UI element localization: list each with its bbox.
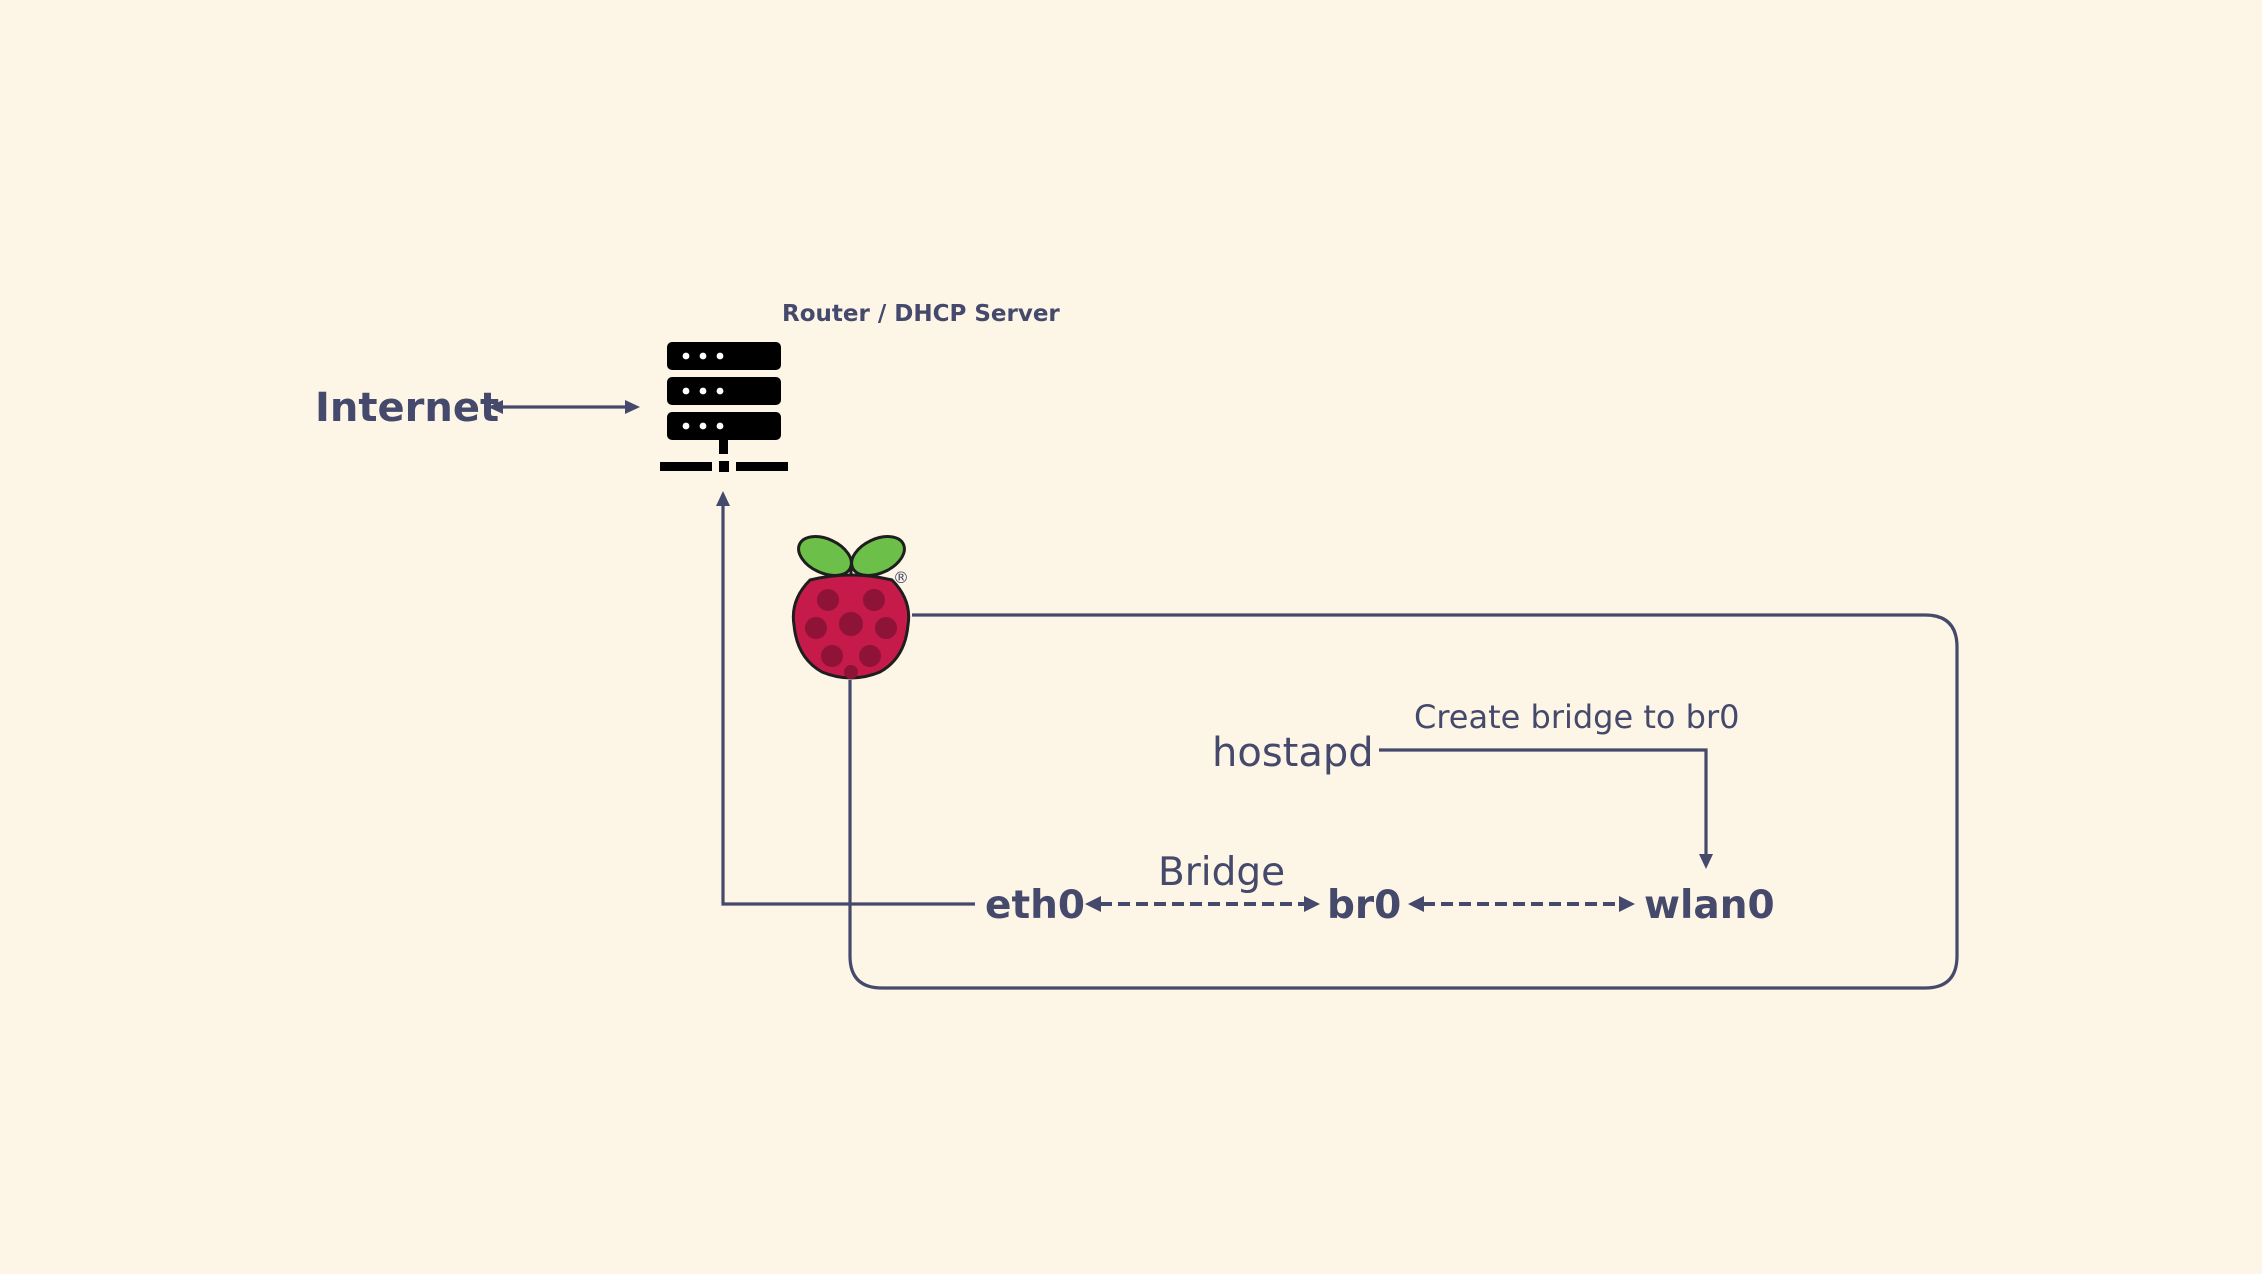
eth0-label: eth0 — [985, 883, 1085, 928]
registered-mark: ® — [893, 568, 909, 587]
br0-label: br0 — [1327, 883, 1401, 928]
server-rack-icon — [660, 342, 788, 472]
wlan0-label: wlan0 — [1644, 883, 1775, 928]
raspberry-pi-enclosure — [848, 613, 1959, 990]
hostapd-label: hostapd — [1212, 730, 1374, 776]
br0-wlan0-dashed-arrow — [1408, 896, 1635, 912]
internet-router-arrow — [488, 400, 640, 414]
bridge-label: Bridge — [1158, 850, 1285, 895]
eth0-router-connector — [716, 491, 975, 906]
router-label: Router / DHCP Server — [782, 301, 1060, 327]
raspberry-pi-logo: ® — [791, 535, 911, 680]
hostapd-wlan0-connector — [1379, 748, 1713, 869]
internet-label: Internet — [315, 385, 499, 431]
create-bridge-label: Create bridge to br0 — [1414, 698, 1739, 736]
eth0-br0-dashed-arrow — [1085, 896, 1320, 912]
